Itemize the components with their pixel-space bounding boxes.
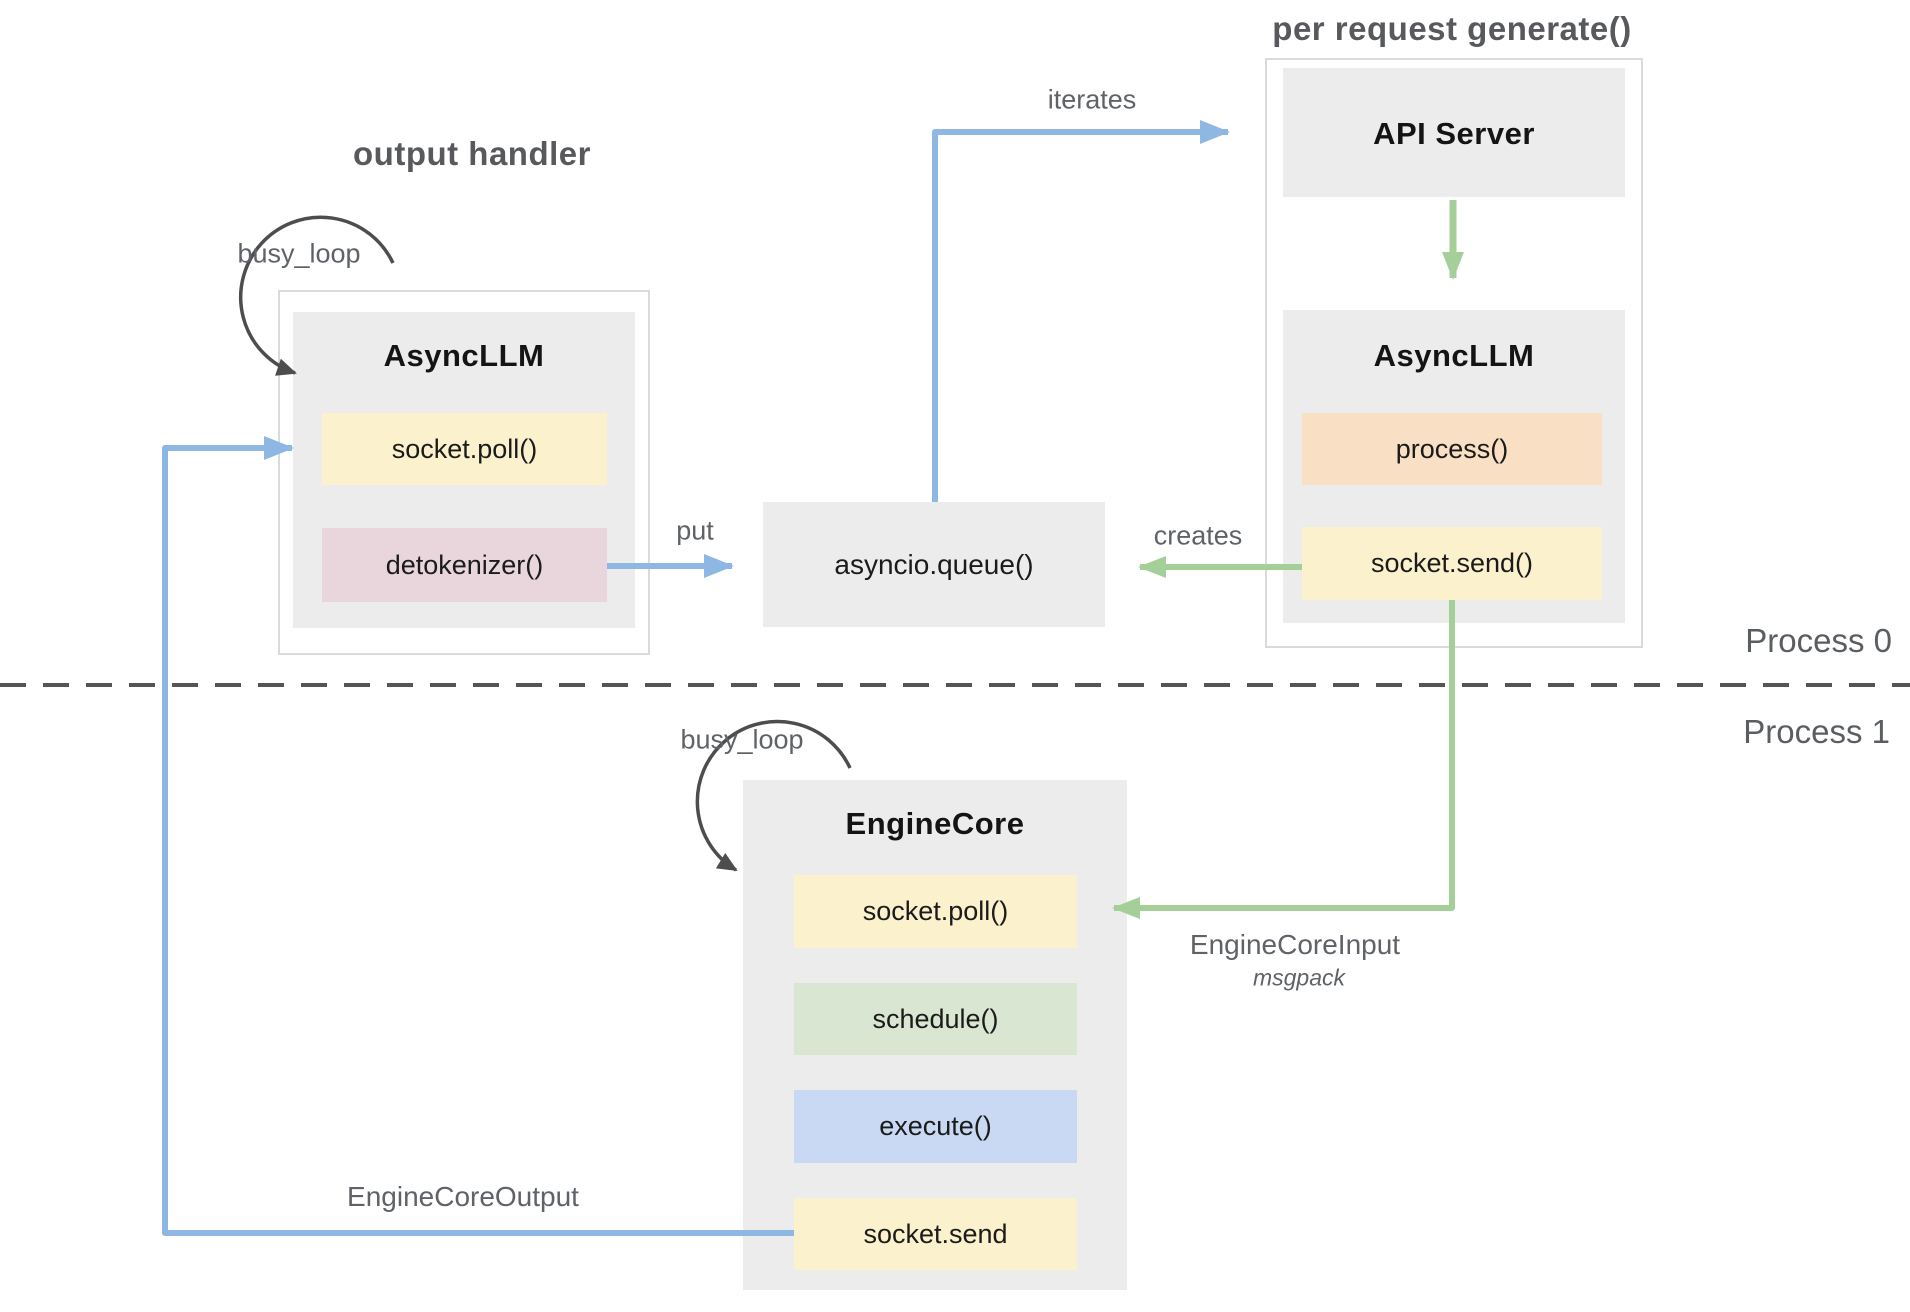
method-detokenizer: detokenizer() bbox=[322, 528, 607, 602]
engine-core-title: EngineCore bbox=[845, 806, 1025, 841]
msgpack-label: msgpack bbox=[1252, 964, 1346, 991]
method-socket-send-right: socket.send() bbox=[1302, 527, 1602, 600]
async-llm-right-title: AsyncLLM bbox=[1373, 338, 1535, 373]
process1-label: Process 1 bbox=[1743, 713, 1890, 750]
async-llm-left-title: AsyncLLM bbox=[383, 338, 545, 373]
method-process: process() bbox=[1302, 413, 1602, 485]
method-socket-poll-left: socket.poll() bbox=[322, 413, 607, 485]
api-server-node bbox=[1283, 68, 1625, 197]
process0-label: Process 0 bbox=[1745, 622, 1892, 659]
iterates-label: iterates bbox=[1047, 84, 1137, 115]
put-label: put bbox=[676, 515, 714, 546]
engine-core-input-label: EngineCoreInput bbox=[1189, 929, 1401, 960]
output-handler-title: output handler bbox=[353, 135, 591, 172]
method-socket-poll-engine: socket.poll() bbox=[794, 875, 1077, 948]
api-server-title: API Server bbox=[1373, 116, 1535, 151]
iterates-arrow bbox=[932, 120, 1230, 502]
method-schedule: schedule() bbox=[794, 983, 1077, 1055]
method-socket-send-engine: socket.send bbox=[794, 1198, 1077, 1270]
busy-loop-bottom-label: busy_loop bbox=[680, 724, 804, 755]
creates-label: creates bbox=[1153, 520, 1243, 551]
busy-loop-left-label: busy_loop bbox=[237, 238, 361, 269]
engine-core-output-label: EngineCoreOutput bbox=[347, 1181, 579, 1212]
method-execute: execute() bbox=[794, 1090, 1077, 1163]
asyncio-queue-node: asyncio.queue() bbox=[763, 502, 1105, 627]
per-request-generate-title: per request generate() bbox=[1272, 10, 1632, 47]
